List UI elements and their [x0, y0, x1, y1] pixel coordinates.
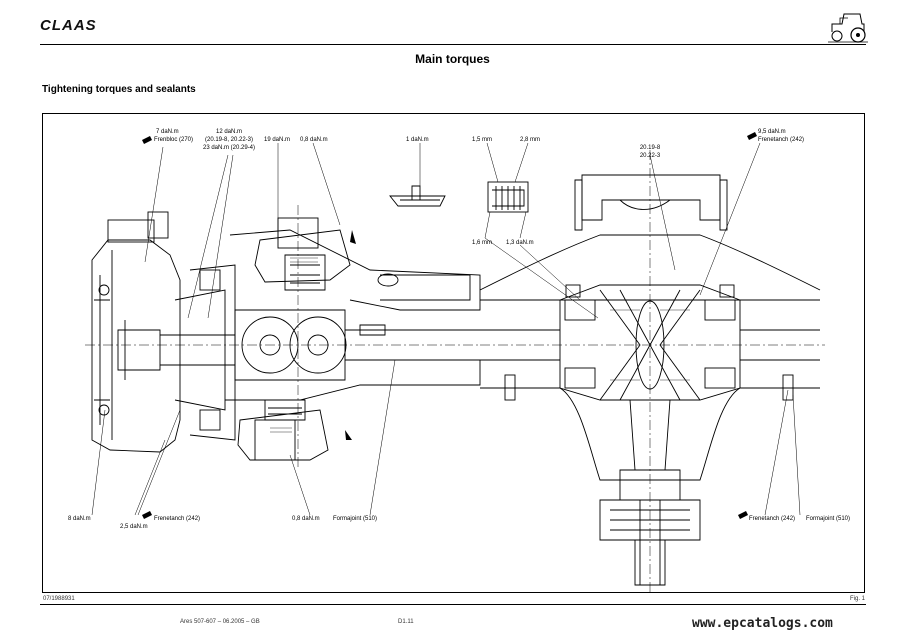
- sealant-label-frenetanch-left: Frenetanch (242): [154, 516, 201, 522]
- torque-label-2-5-danm: 2,5 daN.m: [120, 524, 148, 530]
- sealant-label-frenetanch-right: Frenetanch (242): [749, 516, 796, 522]
- figure-number: Fig. 1: [850, 596, 866, 602]
- claas-logo: CLAAS: [40, 17, 97, 34]
- sealant-label-formajoint-right: Formajoint (510): [806, 516, 851, 522]
- torque-label-12-danm: 12 daN.m: [215, 129, 242, 135]
- document-reference: Ares 507-607 – 06.2005 – GB: [180, 619, 260, 625]
- tractor-icon: [826, 10, 870, 44]
- watermark-text: www.epcatalogs.com: [692, 616, 833, 631]
- torque-label-7-danm: 7 daN.m: [156, 129, 179, 135]
- torque-label-1-3-danm: 1,3 daN.m: [506, 240, 534, 246]
- header-rule: [40, 44, 866, 45]
- footer-rule: [40, 604, 866, 605]
- torque-label-0-8-danm-top: 0,8 daN.m: [300, 137, 328, 143]
- dimension-label-1-6-mm: 1,6 mm: [472, 240, 493, 246]
- torque-label-1-danm: 1 daN.m: [406, 137, 429, 143]
- torque-label-9-5-danm: 9,5 daN.m: [758, 129, 786, 135]
- torque-label-0-8-danm-bottom: 0,8 daN.m: [292, 516, 320, 522]
- dimension-label-2-8-mm: 2,8 mm: [520, 137, 541, 143]
- sealant-label-frenbloc: Frenbloc (270): [154, 137, 194, 143]
- figure-code: 07/1988931: [43, 596, 75, 602]
- torque-label-23-danm: 23 daN.m (20.29-4): [202, 145, 256, 151]
- torque-label-19-danm: 19 daN.m: [264, 137, 291, 143]
- ref-label-20-19-8: 20.19-8: [639, 145, 661, 151]
- ref-label-20-22-3: 20.22-3: [639, 153, 661, 159]
- torque-label-8-danm: 8 daN.m: [68, 516, 91, 522]
- page-title: Main torques: [415, 52, 490, 66]
- torque-label-12-refs: (20.19-8, 20.22-3): [204, 137, 254, 143]
- page-number: D1.11: [398, 619, 414, 625]
- figure-frame: [42, 113, 865, 593]
- sealant-label-frenetanch-top: Frenetanch (242): [758, 137, 805, 143]
- dimension-label-1-5-mm: 1,5 mm: [472, 137, 493, 143]
- section-subtitle: Tightening torques and sealants: [42, 84, 196, 95]
- sealant-label-formajoint-center: Formajoint (510): [333, 516, 378, 522]
